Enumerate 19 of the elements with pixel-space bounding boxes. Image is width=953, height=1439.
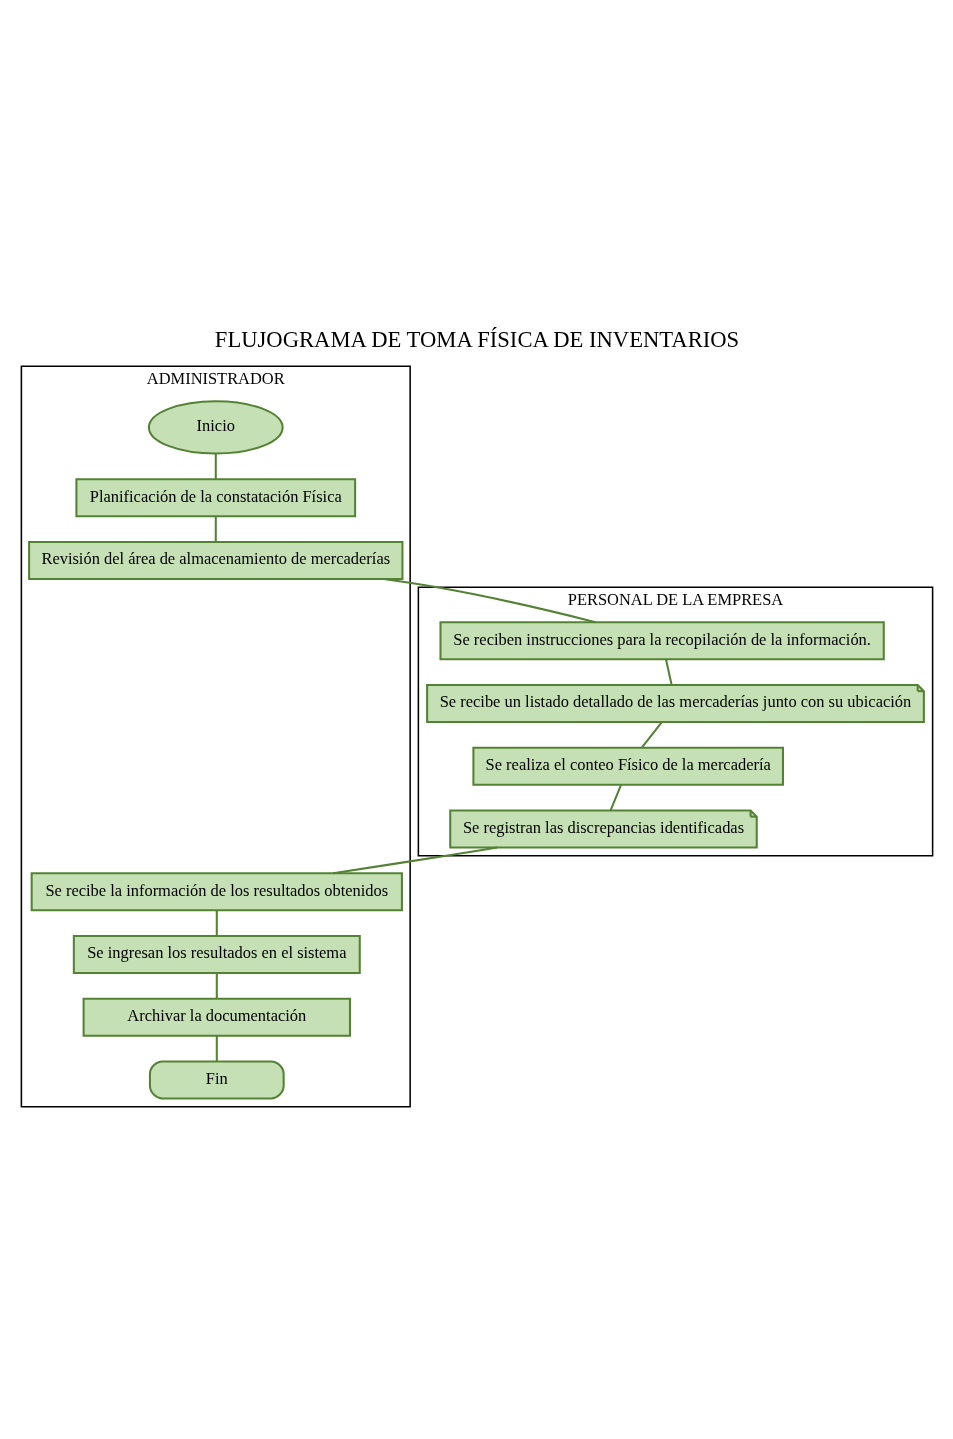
connector <box>214 453 217 479</box>
connector <box>382 577 596 623</box>
node-box: Se recibe la información de los resultados obtenidos <box>30 871 403 911</box>
diagram-title: FLUJOGRAMA DE TOMA FÍSICA DE INVENTARIOS <box>214 326 739 352</box>
node-ellipse: Inicio <box>147 399 284 455</box>
connector <box>215 1035 218 1061</box>
connector <box>215 909 218 936</box>
node-box: Se reciben instrucciones para la recopilación de la información. <box>438 620 885 660</box>
node-box: Revisión del área de almacenamiento de mercaderías <box>27 540 403 580</box>
connector <box>609 783 622 811</box>
node-box: Archivar la documentación <box>82 997 351 1037</box>
node-box: Fin <box>148 1059 285 1099</box>
connector <box>215 972 218 998</box>
connector <box>640 720 663 748</box>
connector <box>664 658 673 685</box>
node-box: Se realiza el conteo Físico de la mercadería <box>471 746 784 786</box>
node-box: Planificación de la constatación Física <box>74 477 356 517</box>
connector <box>214 515 217 542</box>
node-box: Se ingresan los resultados en el sistema <box>72 934 361 974</box>
